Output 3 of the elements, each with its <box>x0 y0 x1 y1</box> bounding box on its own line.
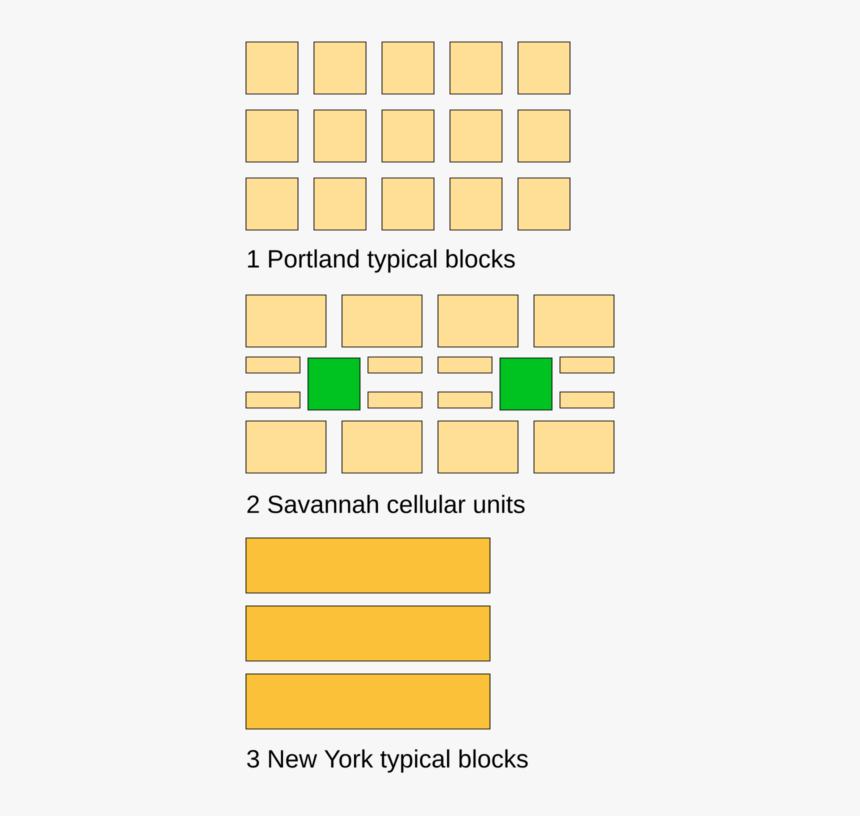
caption: 2 Savannah cellular units <box>247 494 525 514</box>
caption: 3 New York typical blocks <box>247 749 528 773</box>
caption: 1 Portland typical blocks <box>248 249 515 273</box>
